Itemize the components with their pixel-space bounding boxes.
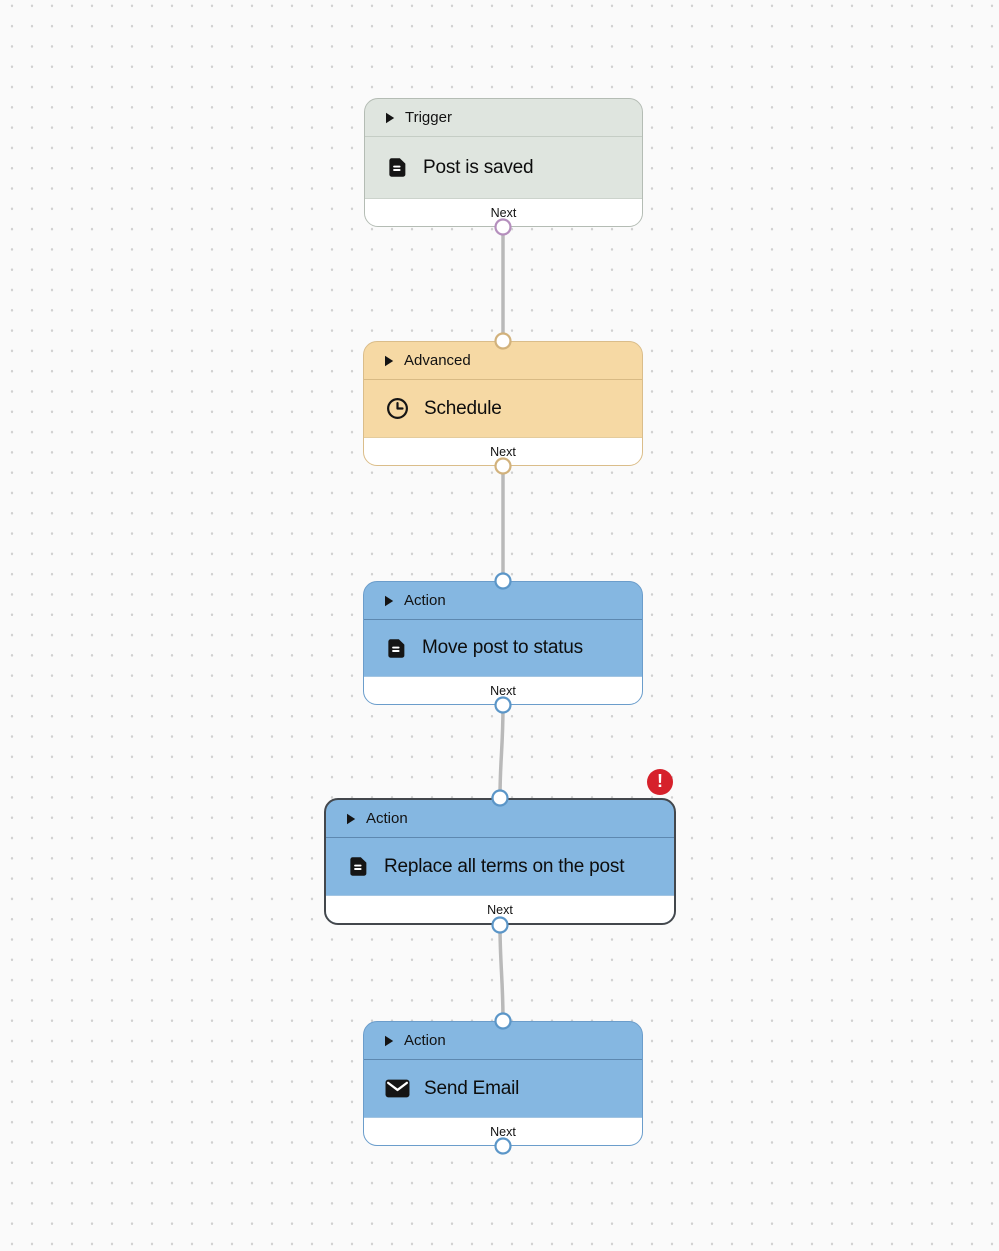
document-icon — [386, 156, 409, 179]
play-triangle-icon[interactable] — [384, 355, 394, 367]
next-label: Next — [490, 205, 517, 220]
next-label: Next — [490, 1124, 516, 1139]
node-category-label: Action — [366, 810, 408, 827]
node-body[interactable]: Post is saved — [365, 137, 642, 198]
error-badge: ! — [647, 769, 673, 795]
next-label: Next — [490, 683, 516, 698]
node-replace-all-terms[interactable]: Action Replace all terms on the post Nex… — [324, 798, 676, 925]
node-header[interactable]: Action — [364, 1022, 642, 1060]
next-label: Next — [487, 902, 513, 917]
node-header[interactable]: Trigger — [365, 99, 642, 137]
node-title: Send Email — [424, 1077, 520, 1099]
next-port[interactable]: Next — [364, 437, 642, 465]
document-icon — [347, 855, 370, 878]
next-port[interactable]: Next — [365, 198, 642, 226]
play-triangle-icon[interactable] — [384, 595, 394, 607]
play-triangle-icon[interactable] — [385, 112, 395, 124]
play-triangle-icon[interactable] — [384, 1035, 394, 1047]
next-port[interactable]: Next — [326, 895, 674, 923]
node-title: Schedule — [424, 397, 502, 419]
node-category-label: Trigger — [405, 109, 452, 126]
node-header[interactable]: Action — [326, 800, 674, 838]
node-title: Move post to status — [422, 637, 583, 658]
document-icon — [385, 637, 408, 660]
node-category-label: Action — [404, 1032, 446, 1049]
node-send-email[interactable]: Action Send Email Next — [363, 1021, 643, 1146]
next-label: Next — [490, 444, 516, 459]
play-triangle-icon[interactable] — [346, 813, 356, 825]
envelope-icon — [385, 1079, 410, 1098]
node-category-label: Advanced — [404, 352, 471, 369]
node-schedule[interactable]: Advanced Schedule Next — [363, 341, 643, 466]
next-port[interactable]: Next — [364, 1117, 642, 1145]
error-glyph: ! — [657, 771, 663, 791]
node-move-post-to-status[interactable]: Action Move post to status Next — [363, 581, 643, 705]
node-body[interactable]: Schedule — [364, 380, 642, 437]
node-title: Post is saved — [423, 156, 534, 178]
connector-line[interactable] — [498, 703, 505, 800]
node-body[interactable]: Replace all terms on the post — [326, 838, 674, 895]
node-header[interactable]: Advanced — [364, 342, 642, 380]
connector-line[interactable] — [498, 923, 505, 1023]
node-body[interactable]: Move post to status — [364, 620, 642, 676]
node-post-is-saved[interactable]: Trigger Post is saved Next — [364, 98, 643, 227]
clock-icon — [385, 396, 410, 421]
node-body[interactable]: Send Email — [364, 1060, 642, 1117]
next-port[interactable]: Next — [364, 676, 642, 704]
node-category-label: Action — [404, 592, 446, 609]
node-title: Replace all terms on the post — [384, 855, 625, 877]
node-header[interactable]: Action — [364, 582, 642, 620]
